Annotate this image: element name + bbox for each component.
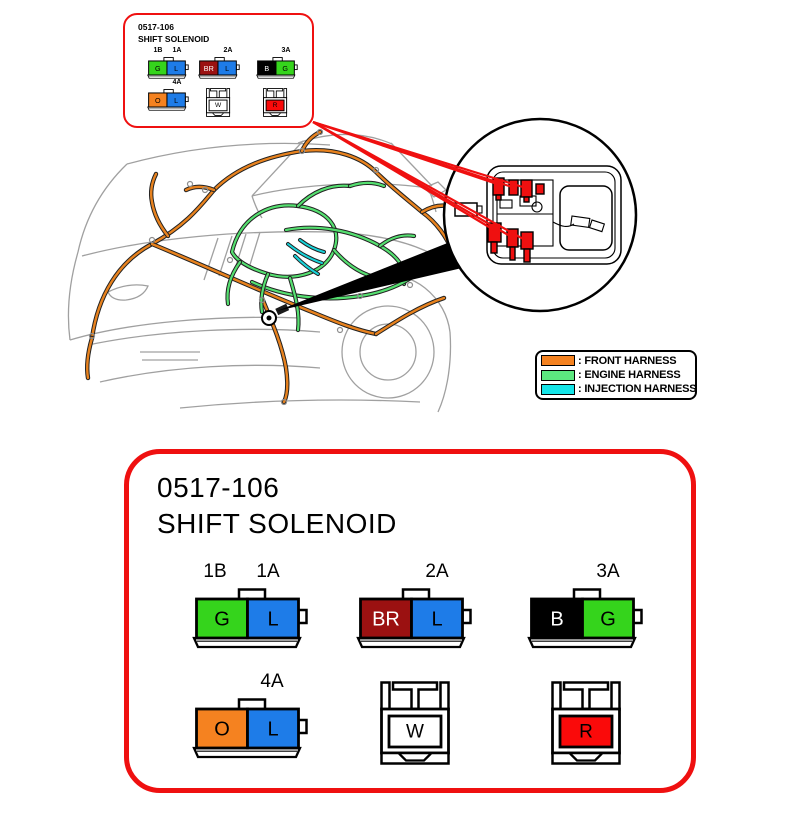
mini-connector-2a-pin-label: 2A: [223, 47, 233, 54]
connector-cell-letter: R: [273, 102, 278, 109]
connector-cell-letter: W: [406, 722, 424, 743]
connector-cell: [275, 60, 296, 76]
engine-harness-path: [260, 272, 270, 314]
connector-cell-letter: G: [283, 64, 289, 73]
large-connector-w: W: [379, 681, 450, 765]
mini-connector-1b-1a-pin-label: 1A: [172, 47, 182, 54]
legend-row-front-harness: : FRONT HARNESS: [541, 354, 691, 367]
front-harness-path: [184, 185, 216, 192]
injection-harness-path: [287, 243, 323, 264]
connector-cell-letter: G: [155, 64, 161, 73]
large-connector-1b-1a-pin-label: 1A: [256, 561, 280, 582]
mini-connector-w: W: [206, 88, 231, 117]
engine-harness-path: [230, 204, 338, 278]
injection-harness-swatch: [541, 383, 575, 395]
legend-row-injection-harness: : INJECTION HARNESS: [541, 383, 697, 396]
detail-panel-code: 0517-106: [157, 472, 280, 503]
injection-harness-path: [294, 255, 319, 275]
connector-cell: [266, 99, 285, 112]
front-harness-path: [374, 296, 446, 336]
connector-cell-letter: L: [267, 609, 278, 631]
harness-legend: : FRONT HARNESS : ENGINE HARNESS : INJEC…: [535, 350, 697, 400]
mini-panel-name: SHIFT SOLENOID: [138, 34, 210, 44]
connector-cell-letter: W: [215, 102, 222, 109]
connector-cell: [245, 597, 300, 640]
mini-connector-3a-pin-label: 3A: [281, 47, 291, 54]
connector-cell: [558, 714, 613, 749]
large-connector-1b-1a-pin-label: 1B: [203, 561, 227, 582]
large-connector-4a-pin-label: 4A: [260, 671, 284, 692]
connector-cell-letter: R: [579, 722, 593, 743]
connector-cell-letter: BR: [372, 609, 400, 631]
connector-cell: [580, 597, 635, 640]
engine-harness-path: [378, 234, 416, 248]
front-harness-path: [86, 336, 94, 380]
engine-harness-label: : ENGINE HARNESS: [578, 369, 681, 381]
mini-connector-2a: BR L: [198, 57, 241, 79]
front-harness-label: : FRONT HARNESS: [578, 354, 677, 367]
front-harness-path: [150, 172, 170, 238]
engine-harness-path: [226, 260, 242, 306]
large-connector-2a: BR L: [355, 588, 472, 649]
front-harness-path: [90, 149, 454, 340]
connector-cell-letter: G: [600, 609, 616, 631]
legend-row-engine-harness: : ENGINE HARNESS: [541, 369, 691, 382]
connector-cell-letter: B: [265, 64, 270, 73]
engine-harness-path: [348, 181, 386, 188]
connector-cell-letter: O: [155, 96, 161, 105]
connector-cell-letter: O: [214, 719, 230, 741]
connector-cell: [358, 597, 413, 640]
connector-cell-letter: L: [431, 609, 442, 631]
detail-panel-name: SHIFT SOLENOID: [157, 508, 397, 539]
connector-cell-letter: B: [550, 609, 563, 631]
engine-harness-swatch: [541, 369, 575, 381]
front-harness-swatch: [541, 355, 575, 367]
injection-harness-label: : INJECTION HARNESS: [578, 383, 697, 396]
large-connector-3a-pin-label: 3A: [596, 561, 620, 582]
large-connector-2a-pin-label: 2A: [425, 561, 449, 582]
mini-connector-1b-1a-pin-label: 1B: [153, 47, 163, 54]
connector-cell-letter: L: [226, 64, 230, 73]
detail-circle: [442, 117, 638, 313]
connector-cell: [194, 707, 249, 750]
connector-cell-letter: L: [267, 719, 278, 741]
injection-harness-path: [299, 239, 325, 253]
large-connector-r: R: [550, 681, 621, 765]
connector-cell: [209, 99, 228, 112]
connector-cell-letter: G: [214, 609, 230, 631]
front-harness-path: [89, 148, 455, 341]
connector-cell: [387, 714, 442, 749]
connector-cell-letter: BR: [204, 64, 214, 73]
mini-connector-4a-pin-label: 4A: [172, 79, 182, 86]
connector-cell-letter: L: [175, 96, 179, 105]
connector-cell: [245, 707, 300, 750]
callout-lines: [312, 120, 527, 241]
engine-harness-path: [296, 184, 352, 208]
connector-cell: [409, 597, 464, 640]
vehicle-harness-illustration: [67, 117, 638, 413]
callout-wedge: [277, 238, 462, 311]
connector-cell-letter: L: [175, 64, 179, 73]
connector-cell: [166, 60, 187, 76]
connector-cell: [217, 60, 238, 76]
mini-connector-r: R: [263, 88, 288, 117]
mini-panel-code: 0517-106: [138, 22, 174, 32]
connector-cell: [166, 92, 187, 108]
